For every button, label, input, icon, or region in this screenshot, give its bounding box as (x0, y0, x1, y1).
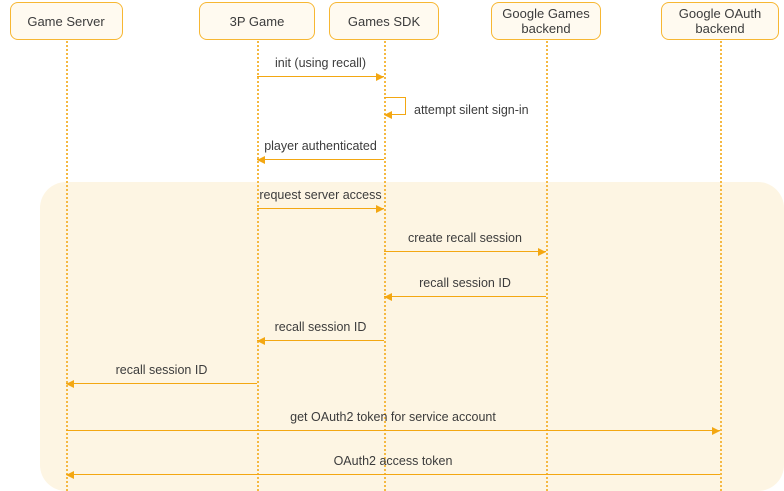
message-label-3: request server access (259, 188, 382, 202)
arrow-head-7 (66, 379, 74, 388)
message-line-6 (257, 340, 384, 341)
arrow-head-9 (66, 470, 74, 479)
actor-box-1: 3P Game (199, 2, 315, 40)
message-line-8 (66, 430, 720, 431)
arrow-head-5 (384, 292, 392, 301)
lifeline-1 (257, 38, 259, 491)
arrow-head-0 (376, 72, 384, 81)
message-line-0 (257, 76, 384, 77)
arrow-head-8 (712, 426, 720, 435)
actor-box-0: Game Server (9, 2, 123, 40)
arrow-head-1 (384, 110, 392, 119)
message-label-0: init (using recall) (274, 56, 366, 70)
message-label-9: OAuth2 access token (333, 454, 453, 468)
message-label-5: recall session ID (419, 276, 511, 290)
lifeline-4 (720, 38, 722, 491)
lifeline-3 (546, 38, 548, 491)
actor-label: Google Games backend (502, 6, 590, 36)
message-line-7 (66, 383, 257, 384)
message-label-8: get OAuth2 token for service account (290, 410, 496, 424)
arrow-head-2 (257, 155, 265, 164)
lifeline-0 (66, 38, 68, 491)
actor-box-2: Games SDK (329, 2, 439, 40)
message-label-7: recall session ID (115, 363, 208, 377)
self-message-loop-1 (384, 97, 406, 115)
message-line-5 (384, 296, 546, 297)
lifeline-2 (384, 38, 386, 491)
actor-label: Game Server (27, 13, 105, 29)
actor-box-4: Google OAuth backend (661, 2, 779, 40)
message-label-2: player authenticated (264, 139, 377, 153)
message-label-1: attempt silent sign-in (414, 103, 529, 117)
message-label-6: recall session ID (274, 320, 367, 334)
actor-label: 3P Game (229, 13, 285, 29)
highlight-band (40, 182, 784, 491)
message-line-3 (257, 208, 384, 209)
message-line-4 (384, 251, 546, 252)
actor-box-3: Google Games backend (491, 2, 601, 40)
actor-label: Games SDK (347, 13, 421, 29)
message-line-2 (257, 159, 384, 160)
message-line-9 (66, 474, 720, 475)
arrow-head-3 (376, 204, 384, 213)
arrow-head-6 (257, 336, 265, 345)
actor-label: Google OAuth backend (678, 6, 762, 36)
message-label-4: create recall session (408, 231, 522, 245)
arrow-head-4 (538, 247, 546, 256)
